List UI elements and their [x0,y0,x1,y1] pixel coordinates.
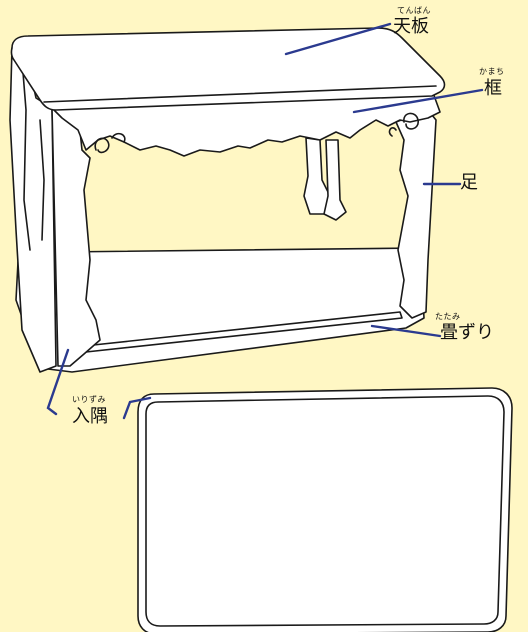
front-left-leg [51,107,101,367]
tatamizuri-ruby: たたみ [435,312,461,321]
irizumi-panel-inner [145,395,505,627]
kamachi-label: 框 [484,78,502,99]
kamachi-ruby: かまち [479,67,505,76]
back-leg-right-inner [323,139,347,221]
tatamizuri-label: 畳ずり [440,322,494,343]
leader-tatamizuri [370,324,442,338]
leader-kamachi [352,88,484,114]
left-scroll-carving [94,132,126,154]
leader-irizumi-bottom [46,348,70,416]
irizumi-ruby: いりずみ [72,395,106,404]
tenban-label: 天板 [393,16,429,37]
irizumi-panel [137,387,513,632]
table-top-edge [43,85,437,103]
left-side-inner [21,59,45,251]
ashi-label: 足 [460,172,478,193]
leader-tenban [284,22,392,56]
tenban-ruby: てんばん [397,6,431,15]
irizumi-label: 入隅 [72,406,108,427]
right-scroll-carving [388,112,419,137]
front-right-leg [395,109,437,319]
table-top [10,27,446,111]
leader-irizumi-top [122,396,152,420]
